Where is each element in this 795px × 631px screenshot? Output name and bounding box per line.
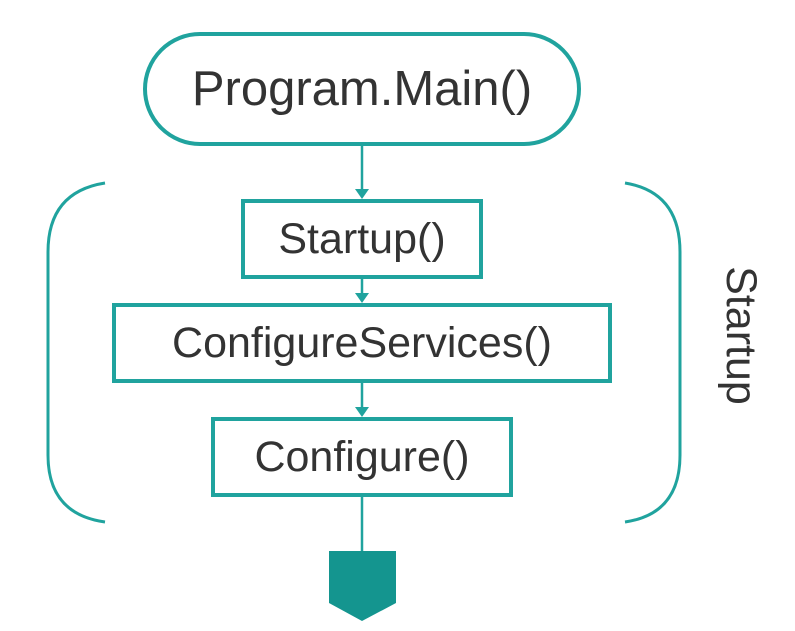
arrowhead-configure-services-to-configure	[355, 407, 369, 417]
arrowhead-startup-to-configure-services	[355, 293, 369, 303]
configure-node: Configure()	[211, 417, 513, 497]
startup-group-label: Startup	[716, 265, 765, 405]
startup-node: Startup()	[241, 199, 483, 279]
configure-services-node: ConfigureServices()	[112, 303, 612, 383]
right-group-bracket	[624, 181, 682, 524]
left-group-bracket	[46, 181, 106, 524]
off-page-connector	[329, 551, 396, 621]
arrowhead-main-to-startup	[355, 189, 369, 199]
program-main-node: Program.Main()	[143, 32, 581, 146]
startup-group-label-wrapper: Startup	[680, 235, 795, 435]
